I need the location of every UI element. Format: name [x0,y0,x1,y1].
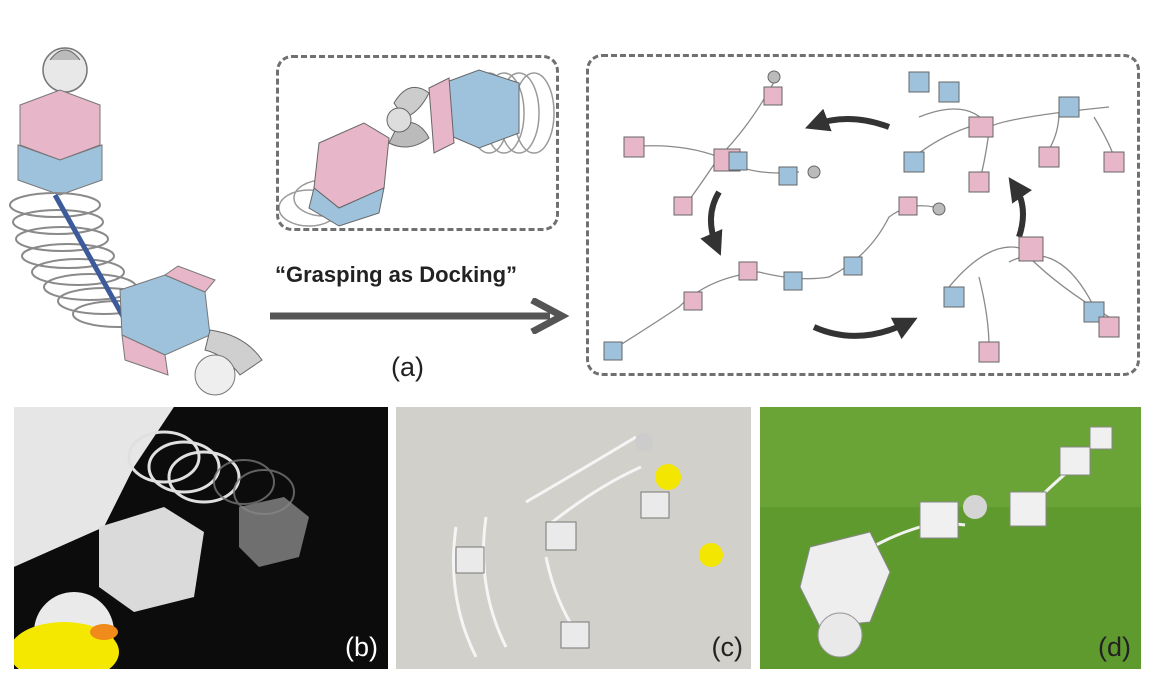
docking-closeup-render [278,69,555,227]
right-arrow-icon [270,296,580,336]
photo-c-floor-scene: (c) [396,407,751,669]
docking-closeup-frame [276,55,559,231]
label-d: (d) [1098,632,1131,662]
label-a: (a) [391,352,424,382]
robot-render-single [0,30,270,400]
label-c: (c) [711,632,743,662]
label-b: (b) [345,632,378,662]
reconfiguration-cycle-render [603,70,1125,363]
photo-b-dark-scene: (b) [14,407,388,669]
reconfiguration-cycle-frame [586,54,1140,376]
tagline-text: “Grasping as Docking” [275,262,518,287]
photo-d-grass-scene: (d) [760,407,1141,669]
